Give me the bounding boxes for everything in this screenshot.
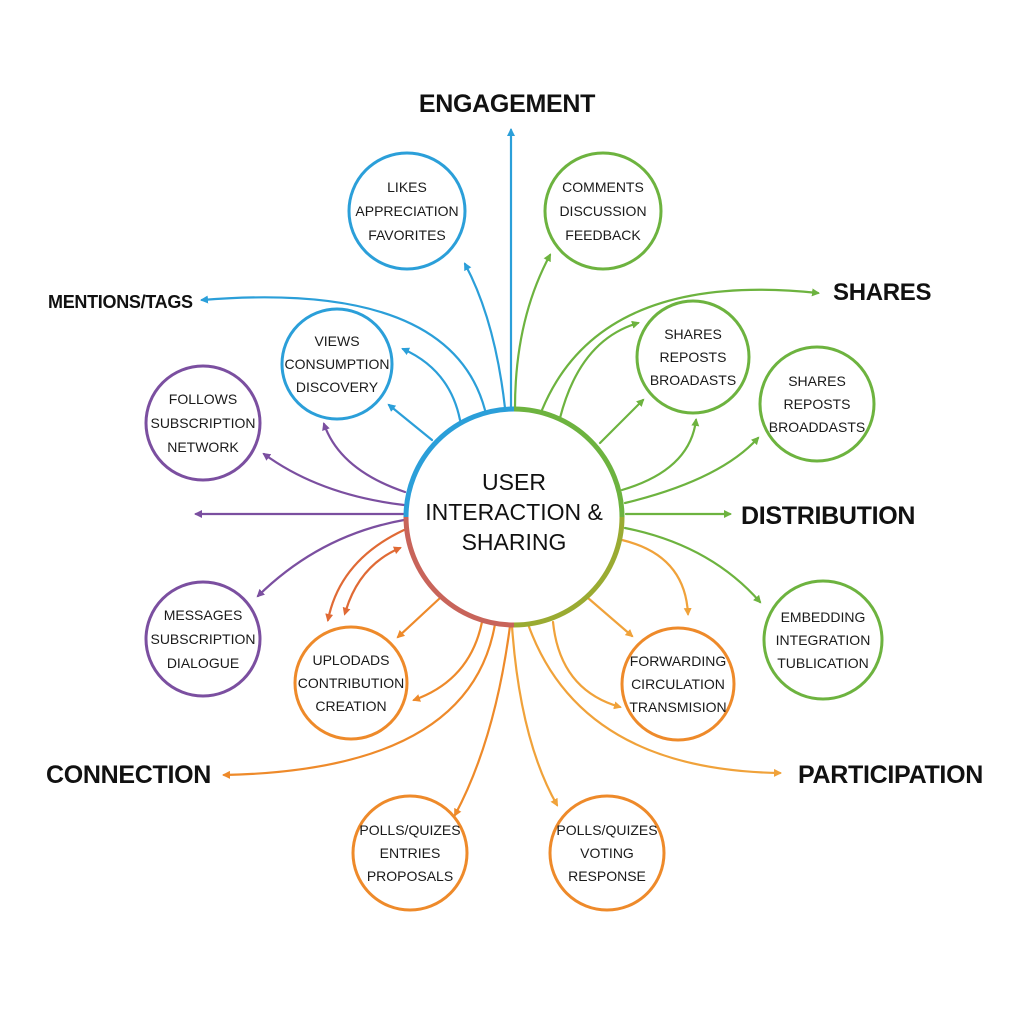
node-polls-1: POLLS/QUIZES ENTRIES PROPOSALS (351, 794, 469, 912)
node-views-line-2: CONSUMPTION (285, 356, 390, 372)
node-polls-1-line-3: PROPOSALS (367, 868, 453, 884)
arrow-to-views-2 (387, 403, 434, 442)
arrow-to-shares1-a (558, 320, 640, 420)
node-shares-2-line-2: REPOSTS (784, 396, 851, 412)
hub-ring-olive (513, 516, 625, 628)
node-polls-2-line-1: POLLS/QUIZES (556, 822, 657, 838)
node-comments: COMMENTS DISCUSSION FEEDBACK (543, 151, 663, 271)
node-comments-line-2: DISCUSSION (559, 203, 646, 219)
node-embedding-line-1: EMBEDDING (781, 609, 866, 625)
center-hub: USER INTERACTION & SHARING (403, 406, 625, 628)
node-forwarding: FORWARDING CIRCULATION TRANSMISION (620, 626, 736, 742)
center-title-line-3: SHARING (462, 529, 567, 555)
node-embedding-line-3: TUBLICATION (777, 655, 869, 671)
node-forwarding-line-2: CIRCULATION (631, 676, 725, 692)
node-shares-2-line-1: SHARES (788, 373, 846, 389)
arrow-to-likes (463, 262, 507, 410)
node-shares-2: SHARES REPOSTS BROADDASTS (758, 345, 876, 463)
node-embedding: EMBEDDING INTEGRATION TUBLICATION (762, 579, 884, 701)
arrow-to-forwarding-c (620, 538, 692, 616)
node-shares-1: SHARES REPOSTS BROADASTS (635, 299, 751, 415)
node-forwarding-line-3: TRANSMISION (629, 699, 726, 715)
node-messages-line-3: DIALOGUE (167, 655, 239, 671)
node-uploads-line-3: CREATION (315, 698, 386, 714)
arrow-to-follows (262, 452, 406, 507)
node-likes-line-2: APPRECIATION (355, 203, 458, 219)
label-participation: PARTICIPATION (798, 761, 983, 789)
node-follows-line-1: FOLLOWS (169, 391, 237, 407)
node-uploads: UPLODADS CONTRIBUTION CREATION (293, 625, 409, 741)
arrow-to-connection (222, 622, 497, 779)
center-title-line-1: USER (482, 469, 546, 495)
center-title-line-2: INTERACTION & (425, 499, 603, 525)
arrow-to-polls2 (510, 624, 559, 807)
arrow-to-participation (526, 622, 782, 777)
label-distribution: DISTRIBUTION (741, 502, 915, 530)
node-polls-2-line-3: RESPONSE (568, 868, 646, 884)
arrow-to-mentions (200, 295, 487, 412)
node-follows-line-3: NETWORK (167, 439, 239, 455)
hub-ring-green (513, 406, 625, 518)
label-shares: SHARES (833, 279, 932, 306)
arrow-to-forwarding-a (551, 620, 622, 710)
arrow-to-shares1-c (620, 418, 700, 492)
node-embedding-line-2: INTEGRATION (776, 632, 871, 648)
node-shares-1-line-3: BROADASTS (650, 372, 736, 388)
label-mentions-tags: MENTIONS/TAGS (48, 292, 193, 312)
node-views-line-3: DISCOVERY (296, 379, 379, 395)
node-uploads-line-1: UPLODADS (312, 652, 389, 668)
category-labels: ENGAGEMENT SHARES MENTIONS/TAGS DISTRIBU… (46, 90, 983, 789)
arrow-to-shares1-b (598, 398, 645, 445)
arrow-to-uploads-c (412, 620, 484, 702)
hub-ring-blue (403, 406, 515, 518)
node-views-line-1: VIEWS (314, 333, 359, 349)
node-comments-line-3: FEEDBACK (565, 227, 641, 243)
node-messages-line-1: MESSAGES (164, 607, 243, 623)
node-messages: MESSAGES SUBSCRIPTION DIALOGUE (144, 580, 262, 698)
arrow-to-uploads-b (396, 596, 442, 639)
node-forwarding-line-1: FORWARDING (630, 653, 726, 669)
arrow-to-shares2 (623, 436, 760, 505)
node-comments-line-1: COMMENTS (562, 179, 644, 195)
arrow-to-comments (513, 253, 552, 410)
node-polls-1-line-2: ENTRIES (380, 845, 441, 861)
node-shares-1-line-2: REPOSTS (660, 349, 727, 365)
node-shares-2-line-3: BROADDASTS (769, 419, 865, 435)
arrow-to-shares-label (540, 288, 820, 412)
node-follows-line-2: SUBSCRIPTION (150, 415, 255, 431)
hub-ring-rose (403, 516, 515, 628)
arrow-to-uploads-a (325, 528, 406, 622)
arrow-to-forwarding-b (586, 596, 634, 638)
arrow-bidirectional-uploads (342, 546, 402, 616)
node-likes-line-1: LIKES (387, 179, 427, 195)
arrow-to-polls1 (453, 624, 512, 817)
node-uploads-line-2: CONTRIBUTION (298, 675, 405, 691)
node-likes: LIKES APPRECIATION FAVORITES (347, 151, 467, 271)
arrow-to-embedding (623, 526, 762, 604)
connectors (194, 128, 820, 817)
node-messages-line-2: SUBSCRIPTION (150, 631, 255, 647)
arrow-to-views-purple (322, 422, 407, 494)
label-engagement: ENGAGEMENT (419, 90, 595, 118)
node-likes-line-3: FAVORITES (368, 227, 446, 243)
label-connection: CONNECTION (46, 761, 211, 789)
node-polls-2-line-2: VOTING (580, 845, 634, 861)
arrow-to-views-1 (401, 347, 462, 422)
node-shares-1-line-1: SHARES (664, 326, 722, 342)
node-views: VIEWS CONSUMPTION DISCOVERY (280, 307, 394, 421)
arrow-to-messages (256, 518, 406, 598)
node-polls-2: POLLS/QUIZES VOTING RESPONSE (548, 794, 666, 912)
node-polls-1-line-1: POLLS/QUIZES (359, 822, 460, 838)
node-follows: FOLLOWS SUBSCRIPTION NETWORK (144, 364, 262, 482)
